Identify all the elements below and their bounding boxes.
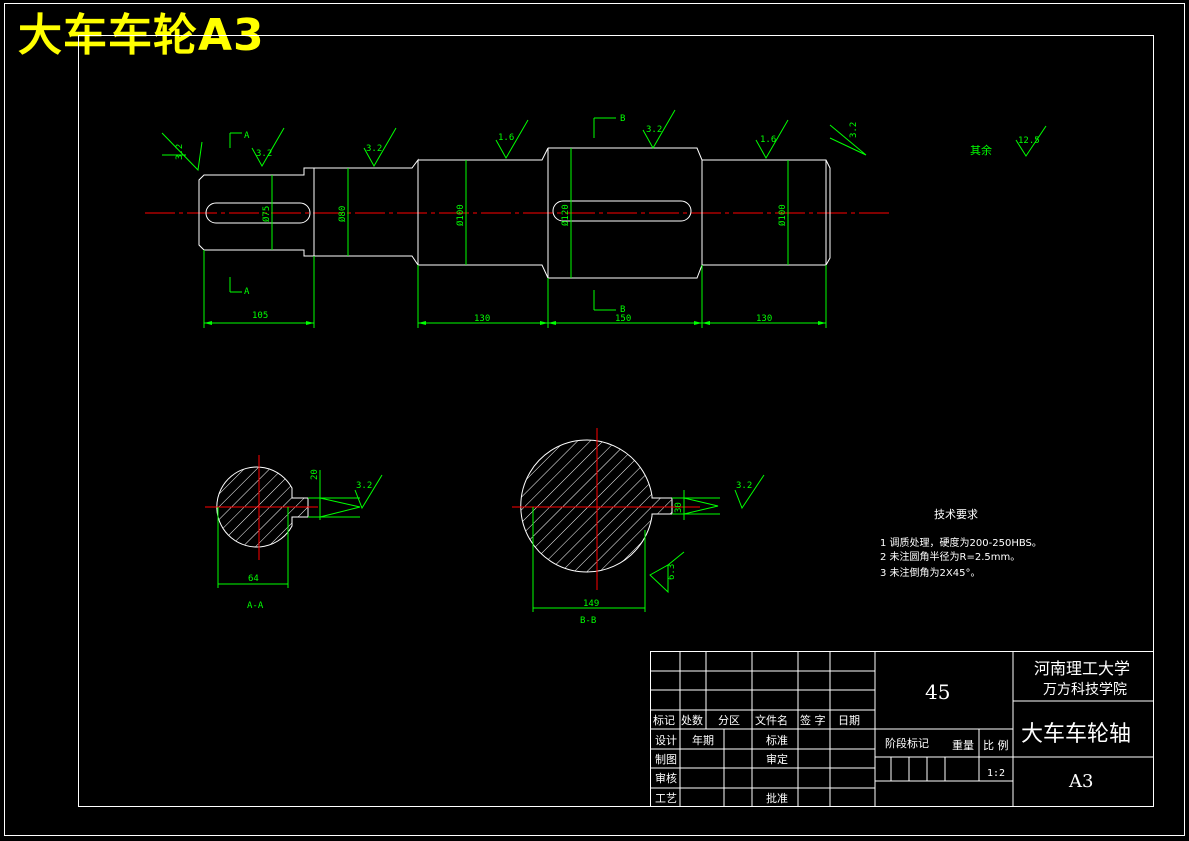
dim-dia-75: Ø75 <box>261 206 272 222</box>
roughness-2: 3.2 <box>256 149 272 159</box>
dim-len-150: 150 <box>615 314 631 324</box>
roughness-1: 3.2 <box>175 144 185 160</box>
tech-item-3: 3 未注倒角为2X45°。 <box>880 566 980 579</box>
hdr-mark: 标记 <box>653 713 675 727</box>
section-mark-b-top: B <box>620 114 625 124</box>
tb-process: 工艺 <box>655 792 677 805</box>
tb-part-name: 大车车轮轴 <box>1021 722 1131 747</box>
hdr-zone: 分区 <box>718 714 740 727</box>
dim-dia-80: Ø80 <box>337 206 348 222</box>
section-mark-b-bottom: B <box>620 305 625 315</box>
hdr-sign: 签 字 <box>800 713 826 727</box>
dim-len-105: 105 <box>252 311 268 321</box>
roughness-7: 3.2 <box>849 122 859 138</box>
dim-dia-120: Ø120 <box>560 204 571 226</box>
sec-a-key: 20 <box>310 469 320 480</box>
section-mark-a-top: A <box>244 131 250 141</box>
tech-item-1: 1 调质处理，硬度为200-250HBS。 <box>880 536 1042 549</box>
roughness-9: 3.2 <box>736 481 752 491</box>
tb-scale: 1:2 <box>987 768 1005 779</box>
tech-requirements: 技术要求 1 调质处理，硬度为200-250HBS。 2 未注圆角半径为R=2.… <box>880 508 1042 579</box>
hdr-date: 日期 <box>838 714 860 727</box>
inner-frame <box>78 35 1154 807</box>
sec-b-width: 149 <box>583 599 599 609</box>
tb-scale-label: 比 例 <box>983 738 1009 752</box>
section-mark-a-bottom: A <box>244 287 250 297</box>
sec-b-key: 30 <box>674 502 684 513</box>
sec-a-caption: A-A <box>247 601 264 611</box>
tb-material: 45 <box>925 680 950 704</box>
roughness-8: 3.2 <box>356 481 372 491</box>
section-b-b: 149 B-B 30 3.2 6.3 <box>512 428 765 626</box>
tb-approve-fix: 审定 <box>766 752 788 766</box>
title-block: 标记 处数 分区 文件名 签 字 日期 设计 年期 标准 制图 审定 审核 工艺… <box>650 651 1154 807</box>
tb-school-line1: 河南理工大学 <box>1034 659 1130 678</box>
roughness-3: 3.2 <box>366 144 382 154</box>
roughness-6: 1.6 <box>760 135 776 145</box>
roughness-other-label: 其余 <box>970 143 992 157</box>
dim-len-130-a: 130 <box>474 314 490 324</box>
shaft-view: 105 130 150 130 Ø75 Ø80 Ø100 Ø120 Ø100 A… <box>145 109 1047 328</box>
tb-weight: 重量 <box>952 738 974 752</box>
roughness-5: 3.2 <box>646 125 662 135</box>
hdr-doc: 文件名 <box>755 713 788 727</box>
tech-item-2: 2 未注圆角半径为R=2.5mm。 <box>880 550 1020 563</box>
sec-b-chamfer: 6.3 <box>667 564 677 580</box>
tb-drafting: 制图 <box>655 753 677 766</box>
tb-design: 设计 <box>655 734 677 747</box>
tb-year: 年期 <box>692 733 714 747</box>
tb-school-line2: 万方科技学院 <box>1043 682 1127 698</box>
outer-frame <box>4 3 1185 836</box>
roughness-4: 1.6 <box>498 133 514 143</box>
tb-review: 审核 <box>655 771 677 785</box>
tb-standardize: 标准 <box>766 733 788 747</box>
sec-a-width: 64 <box>248 574 259 584</box>
tech-title: 技术要求 <box>934 508 978 521</box>
roughness-other-value: 12.5 <box>1018 136 1040 146</box>
tb-paper-size: A3 <box>1068 771 1093 792</box>
tb-stage-mark: 阶段标记 <box>885 736 929 750</box>
dim-dia-100-b: Ø100 <box>777 204 788 226</box>
dim-dia-100-a: Ø100 <box>455 204 466 226</box>
tb-approval: 批准 <box>766 791 788 805</box>
section-a-a: 64 A-A 20 3.2 <box>205 455 383 611</box>
sec-b-caption: B-B <box>580 616 596 626</box>
hdr-count: 处数 <box>681 714 703 727</box>
dim-len-130-b: 130 <box>756 314 772 324</box>
